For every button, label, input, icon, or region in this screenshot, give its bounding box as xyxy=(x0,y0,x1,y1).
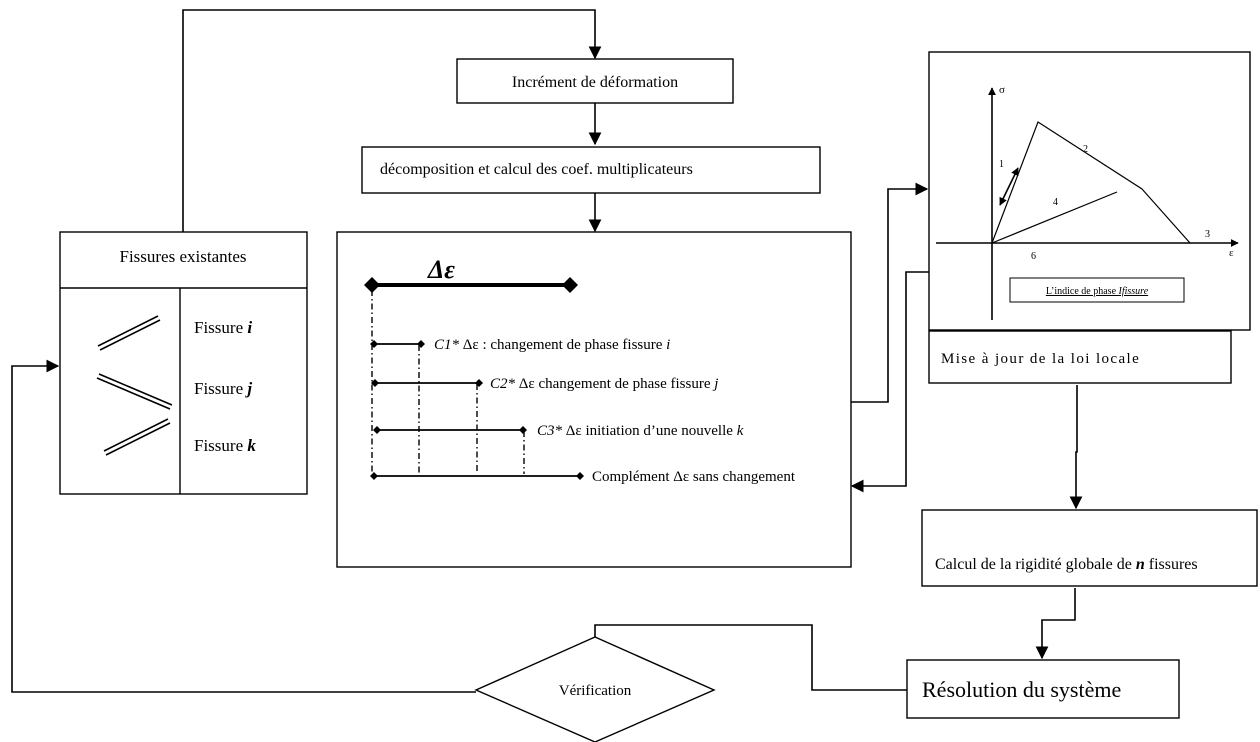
panel-to-law-connector xyxy=(851,182,929,403)
phase-3-label: 3 xyxy=(1205,229,1210,240)
fissure-k-label: Fissure k xyxy=(194,436,256,455)
step-c2: C2* Δε changement de phase fissure j xyxy=(371,376,718,392)
phase-4-label: 4 xyxy=(1053,197,1058,208)
loop-top-connector xyxy=(182,9,602,232)
update-law-label: Mise à jour de la loi locale xyxy=(941,351,1140,367)
step-c1-label: C1* Δε : changement de phase fissure i xyxy=(434,337,670,353)
update-law-box: Mise à jour de la loi locale xyxy=(928,330,1232,384)
fissure-i-label: Fissure i xyxy=(194,318,252,337)
step-c1: C1* Δε : changement de phase fissure i xyxy=(370,337,670,353)
decomposition-label: décomposition et calcul des coef. multip… xyxy=(380,161,693,178)
phase-index-label: L’indice de phase Ifissure xyxy=(1046,286,1149,297)
step-c2-label: C2* Δε changement de phase fissure j xyxy=(490,376,718,392)
phase-1-label: 1 xyxy=(999,159,1004,170)
phase-6-label: 6 xyxy=(1031,251,1036,262)
law-plot-panel: σ ε 1 2 3 4 6 L’indice de phase Ifissure xyxy=(928,51,1251,331)
step-c3: C3* Δε initiation d’une nouvelle k xyxy=(373,423,744,439)
load-unload-double-arrow xyxy=(999,167,1019,206)
fissures-header: Fissures existantes xyxy=(119,247,246,266)
decomposition-box: décomposition et calcul des coef. multip… xyxy=(361,146,821,194)
decomposition-panel: Δε C1* Δε : changement de phase fissure … xyxy=(336,231,852,568)
step-complement: Complément Δε sans changement xyxy=(370,469,796,485)
unloading-line xyxy=(991,191,1118,244)
phase-2-label: 2 xyxy=(1083,144,1088,155)
increment-label: Incrément de déformation xyxy=(512,74,678,91)
stiffness-box: Calcul de la rigidité globale de n fissu… xyxy=(921,509,1258,587)
delta-epsilon-title: Δε xyxy=(427,255,455,284)
epsilon-axis-label: ε xyxy=(1229,247,1234,259)
resolution-label: Résolution du système xyxy=(922,677,1121,702)
stiffness-to-resolution-connector xyxy=(1035,588,1076,660)
step-complement-label: Complément Δε sans changement xyxy=(592,469,796,485)
increment-box: Incrément de déformation xyxy=(456,58,734,104)
sigma-axis-label: σ xyxy=(999,84,1005,96)
verification-label: Vérification xyxy=(559,683,632,699)
stiffness-label: Calcul de la rigidité globale de n fissu… xyxy=(935,556,1198,573)
fissures-box: Fissures existantes Fissure i Fissure j … xyxy=(59,231,308,495)
update-to-stiffness-connector xyxy=(1069,385,1083,510)
crack-j-icon xyxy=(96,373,173,410)
crack-k-icon xyxy=(103,418,171,456)
verification-diamond: Vérification xyxy=(474,636,716,742)
law-to-complement-connector xyxy=(850,271,929,493)
verification-to-fissures-connector xyxy=(11,359,476,693)
resolution-box: Résolution du système xyxy=(906,659,1180,719)
step-c3-label: C3* Δε initiation d’une nouvelle k xyxy=(537,423,744,439)
crack-i-icon xyxy=(97,315,161,351)
fissure-j-label: Fissure j xyxy=(194,379,252,398)
